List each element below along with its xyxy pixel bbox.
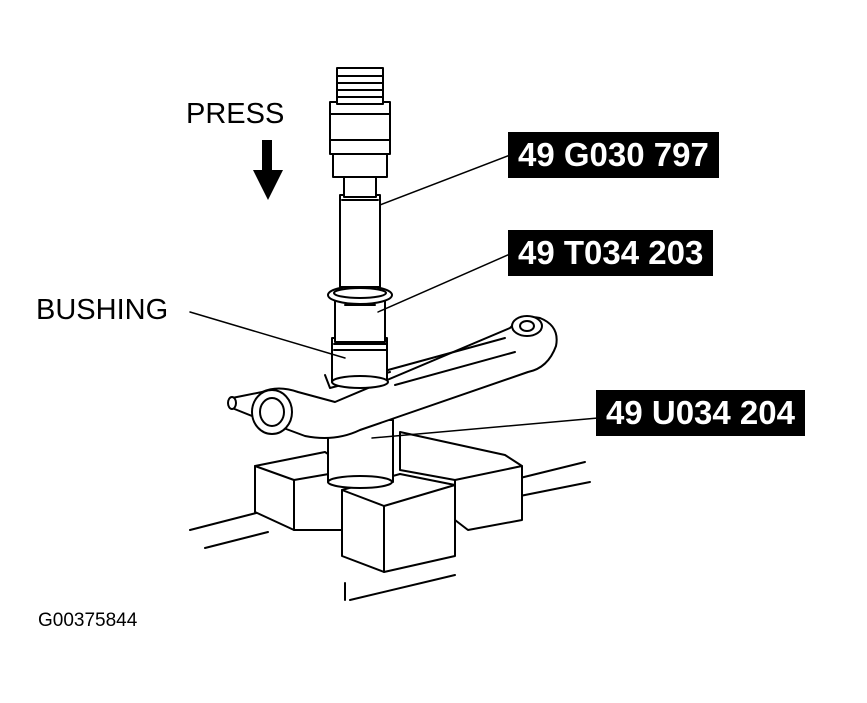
- tool-middle-leader-line: [377, 253, 511, 313]
- tool-top-leader-line: [379, 154, 511, 206]
- middle-adapter-tool: [327, 285, 393, 343]
- lateral-link: [227, 315, 558, 439]
- arrow-down-icon: [253, 140, 283, 200]
- support-blocks: [254, 431, 523, 573]
- callout-tool-bottom: 49 U034 204: [596, 390, 805, 436]
- press-label: PRESS: [186, 98, 285, 130]
- tool-bottom-leader-line: [371, 417, 599, 439]
- press-base: [189, 461, 591, 601]
- callout-tool-middle: 49 T034 203: [508, 230, 714, 276]
- leader-lines: [189, 154, 599, 439]
- callout-tool-top: 49 G030 797: [508, 132, 719, 178]
- bushing-assembly: [331, 337, 389, 389]
- press-shaft-tool: [329, 67, 391, 288]
- bushing-label: BUSHING: [36, 294, 169, 326]
- bushing-leader-line: [189, 311, 346, 359]
- figure-id: G00375844: [38, 610, 138, 631]
